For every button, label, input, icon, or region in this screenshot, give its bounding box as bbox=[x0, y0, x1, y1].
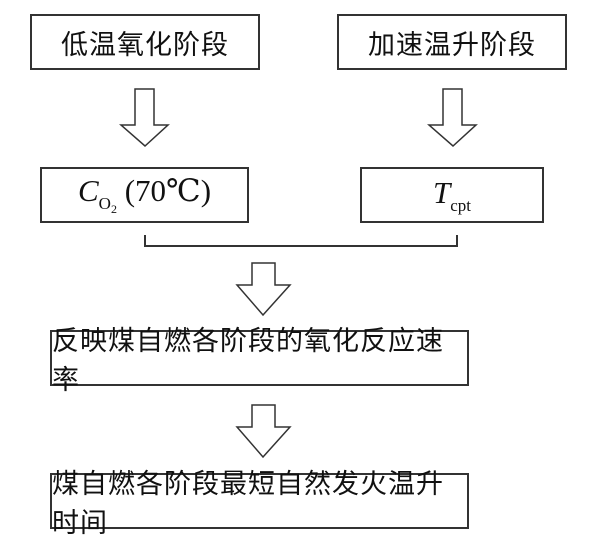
merge-bracket bbox=[144, 235, 458, 247]
down-arrow-icon bbox=[235, 404, 292, 459]
index-box-crossing-point-temp: Tcpt bbox=[360, 167, 544, 223]
formula: CO2 (70℃) bbox=[78, 173, 211, 217]
formula-symbol: C bbox=[77, 173, 99, 208]
formula-subsubscript: 2 bbox=[110, 202, 117, 216]
index-box-oxygen-concentration: CO2 (70℃) bbox=[40, 167, 249, 223]
formula-symbol: T bbox=[432, 174, 451, 210]
formula: Tcpt bbox=[433, 175, 471, 216]
result-label: 反映煤自燃各阶段的氧化反应速率 bbox=[52, 326, 444, 396]
stage-box-low-temp-oxidation: 低温氧化阶段 bbox=[30, 14, 260, 70]
stage-box-accelerated-heating: 加速温升阶段 bbox=[337, 14, 567, 70]
down-arrow-icon bbox=[235, 262, 292, 317]
formula-subscript: cpt bbox=[450, 195, 472, 215]
stage-label: 低温氧化阶段 bbox=[61, 29, 229, 61]
stage-label: 加速温升阶段 bbox=[368, 29, 536, 61]
result-label: 煤自燃各阶段最短自然发火温升时间 bbox=[52, 469, 444, 539]
formula-suffix: (70℃) bbox=[116, 173, 212, 208]
result-box-shortest-ignition-time: 煤自燃各阶段最短自然发火温升时间 bbox=[50, 469, 469, 539]
formula-subscript: O bbox=[98, 194, 111, 213]
down-arrow-icon bbox=[119, 88, 170, 148]
result-box-oxidation-rate: 反映煤自燃各阶段的氧化反应速率 bbox=[50, 326, 469, 396]
down-arrow-icon bbox=[427, 88, 478, 148]
